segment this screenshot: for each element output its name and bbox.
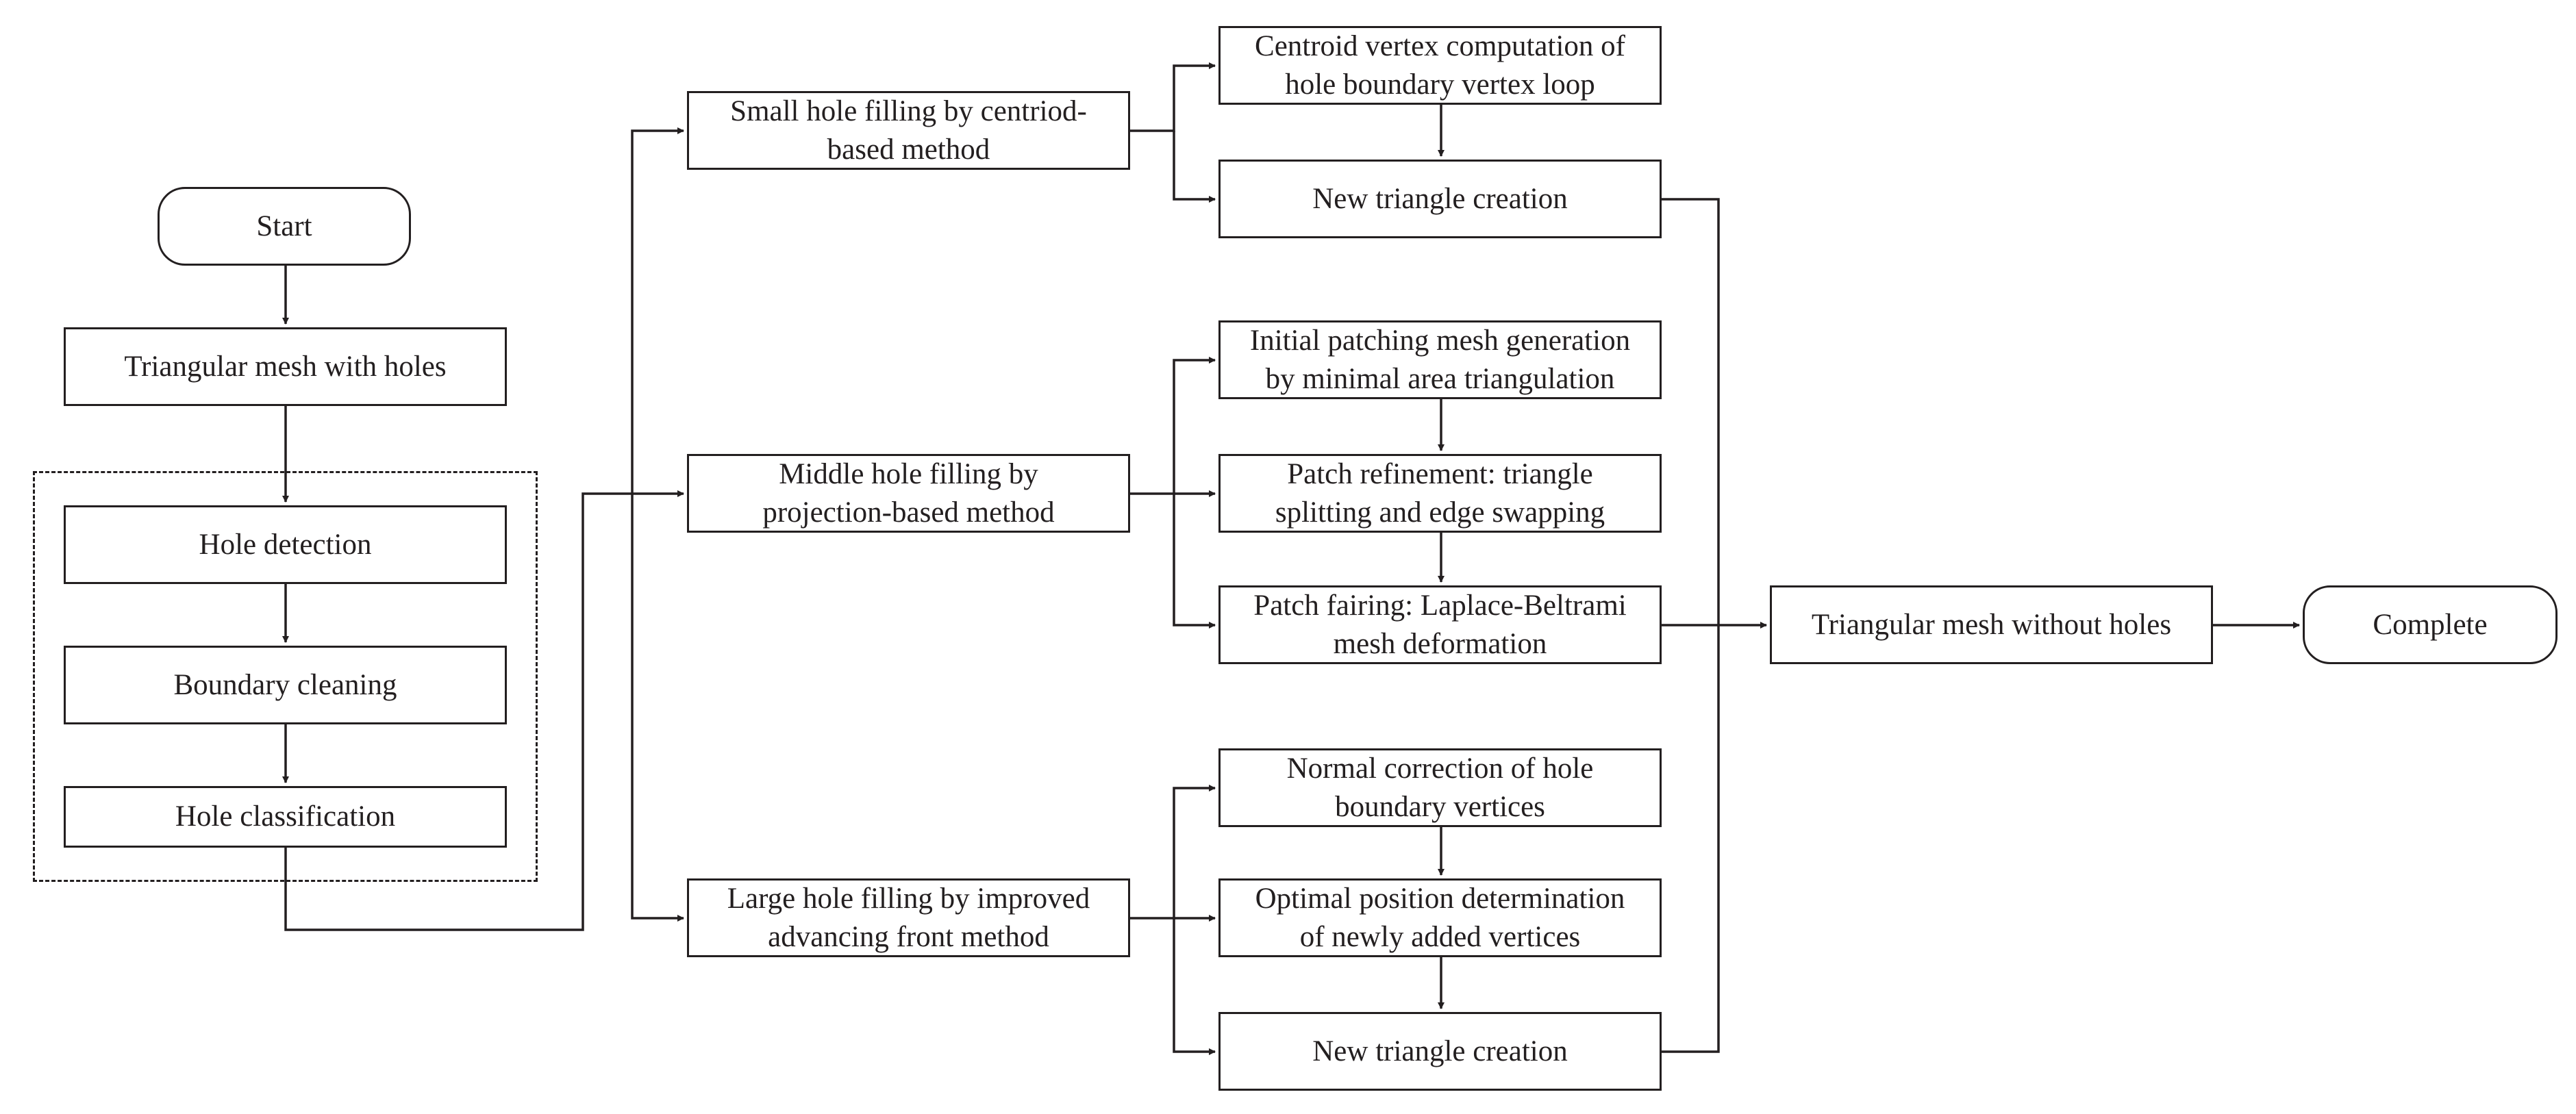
complete-node: Complete bbox=[2303, 585, 2558, 664]
node-label-line: boundary vertices bbox=[1335, 790, 1545, 823]
arrow-small-to-new-triangle bbox=[1173, 131, 1216, 203]
node-label-line: Normal correction of hole bbox=[1286, 752, 1594, 785]
node-label-line: Small hole filling by centriod- bbox=[730, 94, 1087, 127]
node-label-line: by minimal area triangulation bbox=[1265, 362, 1615, 395]
node-label-line: New triangle creation bbox=[1312, 1035, 1568, 1067]
node-label-line: of newly added vertices bbox=[1299, 920, 1581, 953]
new-triangle-large-node: New triangle creation bbox=[1218, 1012, 1662, 1091]
new-triangle-small-node: New triangle creation bbox=[1218, 160, 1662, 238]
node-label-line: Start bbox=[256, 210, 312, 242]
arrow-classification-to-middle bbox=[284, 490, 684, 931]
node-label-line: hole boundary vertex loop bbox=[1285, 68, 1595, 101]
boundary-cleaning-node: Boundary cleaning bbox=[64, 646, 507, 724]
mesh-with-holes-node: Triangular mesh with holes bbox=[64, 327, 507, 406]
node-label-line: Complete bbox=[2373, 608, 2488, 641]
node-label-line: Triangular mesh with holes bbox=[124, 350, 447, 383]
node-label-line: Patch refinement: triangle bbox=[1287, 457, 1593, 490]
patch-fairing-node: Patch fairing: Laplace-Beltrami mesh defo… bbox=[1218, 585, 1662, 664]
node-label-line: splitting and edge swapping bbox=[1275, 496, 1605, 529]
arrow-middle-to-initial bbox=[1173, 357, 1216, 494]
node-label-line: Middle hole filling by bbox=[779, 457, 1038, 490]
hole-detection-node: Hole detection bbox=[64, 505, 507, 584]
arrow-small-to-centroid bbox=[1130, 62, 1216, 132]
node-label-line: Optimal position determination bbox=[1255, 882, 1625, 915]
node-label-line: Large hole filling by improved bbox=[727, 882, 1090, 915]
patch-refinement-node: Patch refinement: triangle splitting and … bbox=[1218, 454, 1662, 533]
node-label-line: Boundary cleaning bbox=[173, 668, 397, 701]
node-label-line: Patch fairing: Laplace-Beltrami bbox=[1253, 589, 1627, 622]
node-label-line: Hole detection bbox=[199, 528, 372, 561]
node-label-line: New triangle creation bbox=[1312, 182, 1568, 215]
arrow-branch-to-large bbox=[631, 494, 684, 922]
node-label-line: Hole classification bbox=[175, 800, 396, 833]
hole-classification-node: Hole classification bbox=[64, 786, 507, 848]
start-node: Start bbox=[158, 187, 411, 266]
hole-processing-group-frame bbox=[33, 471, 538, 882]
middle-hole-filling-node: Middle hole filling by projection-based m… bbox=[687, 454, 1130, 533]
small-hole-filling-node: Small hole filling by centriod-based met… bbox=[687, 91, 1130, 170]
optimal-position-node: Optimal position determination of newly a… bbox=[1218, 878, 1662, 957]
node-label-line: Centroid vertex computation of bbox=[1255, 29, 1625, 62]
node-label-line: Triangular mesh without holes bbox=[1811, 608, 2172, 641]
large-hole-filling-node: Large hole filling by improved advancing … bbox=[687, 878, 1130, 957]
arrow-large-to-normal bbox=[1130, 785, 1216, 920]
node-label-line: mesh deformation bbox=[1333, 627, 1547, 660]
initial-patching-node: Initial patching mesh generation by minim… bbox=[1218, 320, 1662, 399]
arrow-branch-to-small bbox=[631, 127, 684, 494]
normal-correction-node: Normal correction of hole boundary vertic… bbox=[1218, 748, 1662, 827]
arrow-large-to-new-triangle bbox=[1173, 918, 1216, 1055]
mesh-without-holes-node: Triangular mesh without holes bbox=[1770, 585, 2213, 664]
centroid-vertex-node: Centroid vertex computation of hole bound… bbox=[1218, 26, 1662, 105]
node-label-line: advancing front method bbox=[768, 920, 1049, 953]
node-label-line: Initial patching mesh generation bbox=[1249, 324, 1631, 357]
arrow-middle-to-fairing bbox=[1173, 494, 1216, 629]
node-label-line: based method bbox=[827, 133, 990, 166]
node-label-line: projection-based method bbox=[762, 496, 1055, 529]
